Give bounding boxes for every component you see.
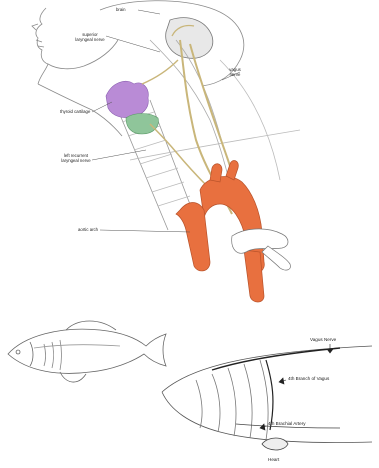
gill-arch-2 [212, 374, 220, 432]
fish-gill-arches [44, 340, 62, 370]
gill-detail-illustration [162, 346, 372, 450]
label-4th-branch-of-vagus: 4th Branch of Vagus [288, 376, 329, 381]
arrow-branch [279, 378, 284, 384]
label-left-recurrent-laryngeal-nerve: left recurrent laryngeal nerve [58, 153, 94, 163]
fish-body [8, 329, 166, 373]
label-thyroid-cartilage: thyroid cartilage [60, 109, 90, 114]
human-neck-illustration [32, 1, 300, 230]
label-aortic-arch: aortic arch [78, 227, 98, 232]
label-heart: Heart [268, 457, 279, 462]
jaw-line [48, 40, 118, 69]
label-vagus-nerve: vagus nerve [226, 67, 244, 77]
label-superior-laryngeal-nerve: superior laryngeal nerve [74, 32, 106, 42]
cricoid-cartilage [126, 114, 158, 135]
gill-arch-3 [228, 368, 236, 436]
aorta-branch-1 [210, 164, 222, 182]
thyroid-cartilage [106, 81, 148, 117]
arrow-vagus [327, 349, 333, 353]
fish-dorsal-fin [66, 321, 116, 330]
fish-illustration [8, 321, 166, 382]
vagus-trunk [212, 348, 340, 370]
fish-eye [16, 350, 20, 354]
gill-arch-1 [196, 380, 202, 428]
pulmonary-branch [262, 246, 290, 270]
label-4th-brachial-artery: 4th Brachial Artery [268, 421, 306, 426]
brain-region [166, 18, 213, 59]
label-brain: brain [116, 7, 126, 12]
arrow-artery [260, 424, 265, 430]
fish-head-line [30, 342, 33, 366]
aorta-branch-2 [226, 161, 238, 180]
face-profile [36, 8, 48, 84]
gill-arch-4 [244, 364, 252, 438]
label-vagus-nerve-fish: Vagus Nerve [310, 337, 336, 342]
fish-nerve [34, 345, 120, 348]
